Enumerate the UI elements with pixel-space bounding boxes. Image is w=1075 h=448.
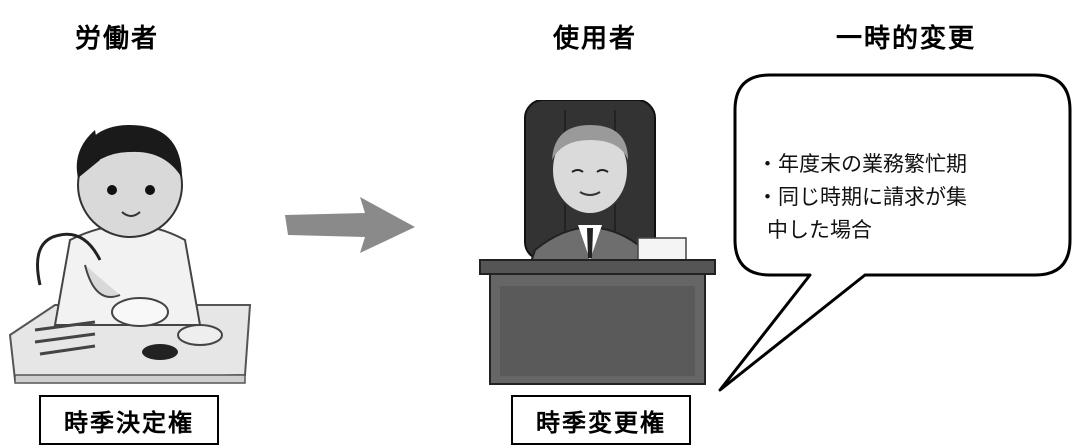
- bubble-line-1: ・年度末の業務繁忙期: [757, 152, 967, 176]
- bubble-line-2: ・同じ時期に請求が集: [757, 185, 967, 209]
- worker-illustration: [8, 125, 252, 384]
- temporary-change-heading: 一時的変更: [836, 24, 977, 54]
- right-arrow-icon: [285, 197, 415, 253]
- worker-heading: 労働者: [75, 24, 160, 54]
- employer-heading: 使用者: [553, 24, 638, 54]
- employer-right-label: 時季変更権: [511, 395, 691, 445]
- bubble-line-3: 中した場合: [767, 218, 872, 242]
- speech-bubble: [718, 73, 1072, 392]
- worker-right-label: 時季決定権: [39, 395, 219, 445]
- employer-illustration: [479, 100, 716, 385]
